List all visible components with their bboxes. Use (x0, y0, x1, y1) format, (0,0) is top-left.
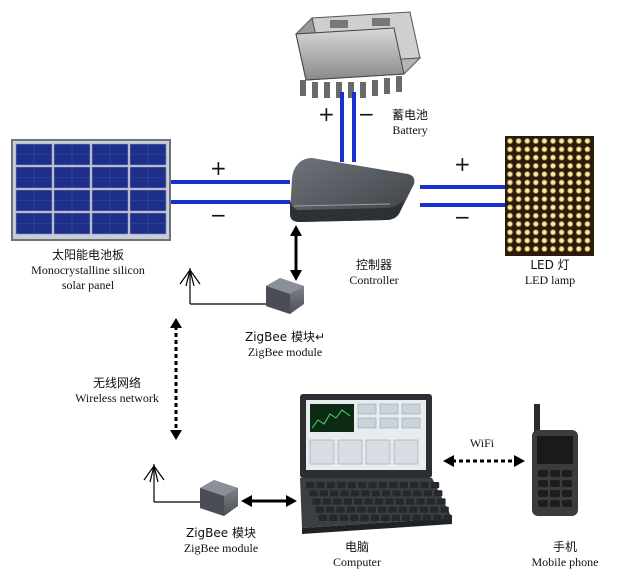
wireless-label-en: Wireless network (75, 391, 159, 405)
phone-label-cn: 手机 (552, 540, 577, 554)
computer-label-cn: 电脑 (344, 540, 369, 554)
solar-panel-image (11, 139, 171, 241)
solar-panel-label: 太阳能电池板 Monocrystalline silicon solar pan… (8, 248, 168, 293)
wifi-label: WiFi (469, 436, 495, 450)
wireless-network-label: 无线网络 Wireless network (62, 376, 172, 406)
zigbee-top-label-cn: ZigBee 模块↵ (244, 330, 326, 344)
wireless-network-arrow (170, 318, 182, 440)
battery-label: 蓄电池 Battery (380, 108, 440, 138)
zigbee-bottom-label-en: ZigBee module (183, 541, 259, 555)
led-plus-sign: + (454, 152, 471, 176)
battery-plus-sign: + (318, 102, 335, 126)
zigbee-top-label: ZigBee 模块↵ ZigBee module (230, 330, 340, 360)
zigbee-module-bottom-image (200, 480, 238, 516)
led-lamp-label: LED 灯 LED lamp (510, 258, 590, 288)
battery-image (295, 11, 422, 98)
mobile-phone-image (532, 404, 578, 516)
controller-label: 控制器 Controller (334, 258, 414, 288)
solar-label-en-2: solar panel (61, 278, 115, 292)
controller-label-cn: 控制器 (355, 258, 392, 272)
led-lamp-image (505, 136, 594, 256)
zigbee-bottom-label-cn: ZigBee 模块 (186, 526, 256, 540)
zigbee-top-label-en: ZigBee module (247, 345, 323, 359)
computer-image (300, 394, 452, 534)
mobile-phone-label: 手机 Mobile phone (520, 540, 610, 570)
zigbee-bottom-label: ZigBee 模块 ZigBee module (166, 526, 276, 556)
zigbee-computer-arrow (241, 495, 297, 507)
wifi-arrow (443, 455, 525, 467)
wireless-label-cn: 无线网络 (92, 376, 141, 390)
antenna-top-icon (179, 268, 266, 305)
solar-label-en-1: Monocrystalline silicon (31, 263, 145, 277)
battery-label-cn: 蓄电池 (391, 108, 428, 122)
battery-label-en: Battery (392, 123, 428, 137)
controller-image (290, 158, 415, 222)
solar-plus-sign: + (210, 156, 227, 180)
computer-label: 电脑 Computer (322, 540, 392, 570)
led-label-en: LED lamp (524, 273, 576, 287)
zigbee-module-top-image (266, 278, 304, 314)
antenna-bottom-icon (143, 464, 200, 503)
led-label-cn: LED 灯 (530, 258, 570, 272)
solar-label-cn: 太阳能电池板 (51, 248, 124, 262)
computer-label-en: Computer (333, 555, 381, 569)
battery-minus-sign: − (358, 102, 375, 126)
solar-minus-sign: − (210, 203, 227, 227)
phone-label-en: Mobile phone (531, 555, 599, 569)
controller-zigbee-arrow (290, 225, 302, 281)
led-minus-sign: − (454, 205, 471, 229)
controller-label-en: Controller (349, 273, 399, 287)
power-wires (170, 92, 505, 207)
